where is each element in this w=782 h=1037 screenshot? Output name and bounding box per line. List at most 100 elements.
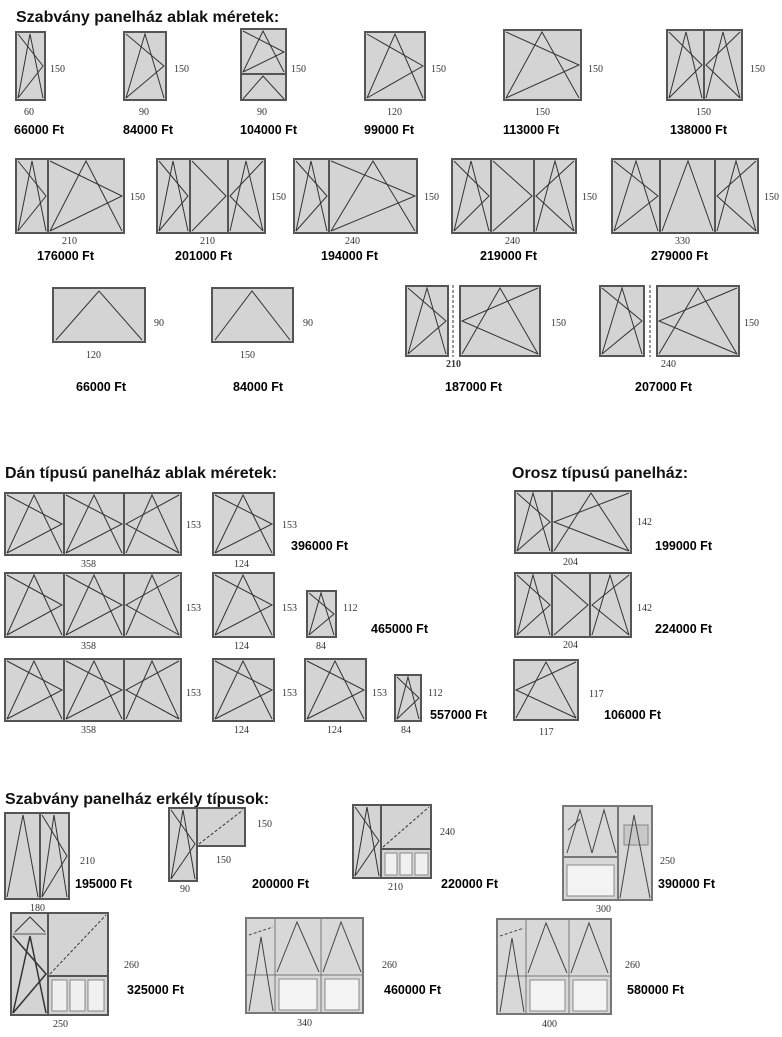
height-label: 150 (764, 192, 779, 203)
height-label: 142 (637, 517, 652, 528)
width-label: 240 (345, 236, 360, 247)
height-label: 90 (303, 318, 313, 329)
window-drawing (240, 28, 287, 101)
heading-russian-windows: Orosz típusú panelház: (512, 465, 689, 482)
balcony-drawing (562, 805, 653, 901)
width-label: 84 (316, 641, 326, 652)
price-label: 84000 Ft (233, 380, 284, 394)
width-label: 124 (234, 641, 249, 652)
width-label: 90 (180, 884, 190, 895)
window-drawing (52, 287, 146, 343)
width-label: 204 (563, 557, 578, 568)
height-label: 210 (80, 856, 95, 867)
height-label: 150 (424, 192, 439, 203)
height-label: 250 (660, 856, 675, 867)
window-drawing (611, 158, 759, 234)
balcony-drawing (4, 812, 70, 900)
height-label: 150 (551, 318, 566, 329)
window-drawing (451, 158, 577, 234)
height-label: 240 (440, 827, 455, 838)
width-label: 330 (675, 236, 690, 247)
width-label: 240 (661, 359, 676, 370)
width-label: 150 (696, 107, 711, 118)
heading-danish-windows: Dán típusú panelház ablak méretek: (5, 465, 278, 482)
height-label: 150 (588, 64, 603, 75)
width-label: 210 (446, 359, 461, 370)
width-label: 180 (30, 903, 45, 914)
price-label: 84000 Ft (123, 123, 174, 137)
heading-balcony-types: Szabvány panelház erkély típusok: (5, 791, 270, 808)
width-label: 120 (86, 350, 101, 361)
window-drawing (212, 658, 275, 722)
width-label: 150 (535, 107, 550, 118)
price-label: 66000 Ft (14, 123, 65, 137)
window-drawing (212, 492, 275, 556)
width-label: 358 (81, 725, 96, 736)
width-label: 124 (234, 725, 249, 736)
height-label: 153 (186, 520, 201, 531)
balcony-drawing (245, 917, 364, 1014)
price-label: 580000 Ft (627, 983, 684, 997)
price-label: 176000 Ft (37, 249, 94, 263)
window-drawing (156, 158, 266, 234)
price-label: 207000 Ft (635, 380, 692, 394)
height-label: 260 (382, 960, 397, 971)
height-label: 153 (282, 688, 297, 699)
height-label: 153 (186, 688, 201, 699)
width-label: 204 (563, 640, 578, 651)
height-label: 153 (282, 603, 297, 614)
height-label: 260 (124, 960, 139, 971)
price-label: 390000 Ft (658, 877, 715, 891)
price-label: 220000 Ft (441, 877, 498, 891)
height-label: 150 (431, 64, 446, 75)
balcony-drawing (352, 804, 432, 879)
width-label: 250 (53, 1019, 68, 1030)
price-label: 99000 Ft (364, 123, 415, 137)
window-drawing (513, 659, 579, 721)
price-label: 465000 Ft (371, 622, 428, 636)
window-drawing (514, 572, 632, 638)
height-label: 117 (589, 689, 604, 700)
height-label: 90 (154, 318, 164, 329)
price-label: 113000 Ft (503, 123, 560, 137)
window-drawing (599, 285, 740, 357)
balcony-drawing (10, 912, 109, 1016)
height-label: 150 (744, 318, 759, 329)
window-drawing (503, 29, 582, 101)
price-label: 194000 Ft (321, 249, 378, 263)
height-label: 112 (343, 603, 358, 614)
price-label: 460000 Ft (384, 983, 441, 997)
width-label: 90 (139, 107, 149, 118)
width-label: 150 (240, 350, 255, 361)
window-drawing (212, 572, 275, 638)
width-label: 124 (327, 725, 342, 736)
window-drawing (15, 31, 46, 101)
height-label: 260 (625, 960, 640, 971)
height-label: 150 (750, 64, 765, 75)
window-drawing (394, 674, 422, 722)
width-label: 300 (596, 904, 611, 915)
width-label: 84 (401, 725, 411, 736)
window-drawing (123, 31, 167, 101)
window-drawing (15, 158, 125, 234)
window-drawing (293, 158, 418, 234)
height-label: 153 (372, 688, 387, 699)
balcony-drawing (496, 918, 612, 1015)
window-drawing (304, 658, 367, 722)
window-drawing (4, 572, 182, 638)
height-label: 150 (582, 192, 597, 203)
window-drawing (666, 29, 743, 101)
price-label: 557000 Ft (430, 708, 487, 722)
price-label: 138000 Ft (670, 123, 727, 137)
price-label: 187000 Ft (445, 380, 502, 394)
heading-standard-windows: Szabvány panelház ablak méretek: (16, 9, 280, 26)
width-label: 210 (62, 236, 77, 247)
window-drawing (4, 658, 182, 722)
price-label: 104000 Ft (240, 123, 297, 137)
height-label: 112 (428, 688, 443, 699)
price-label: 219000 Ft (480, 249, 537, 263)
window-drawing (405, 285, 541, 357)
width-label: 358 (81, 559, 96, 570)
height-label: 150 (174, 64, 189, 75)
